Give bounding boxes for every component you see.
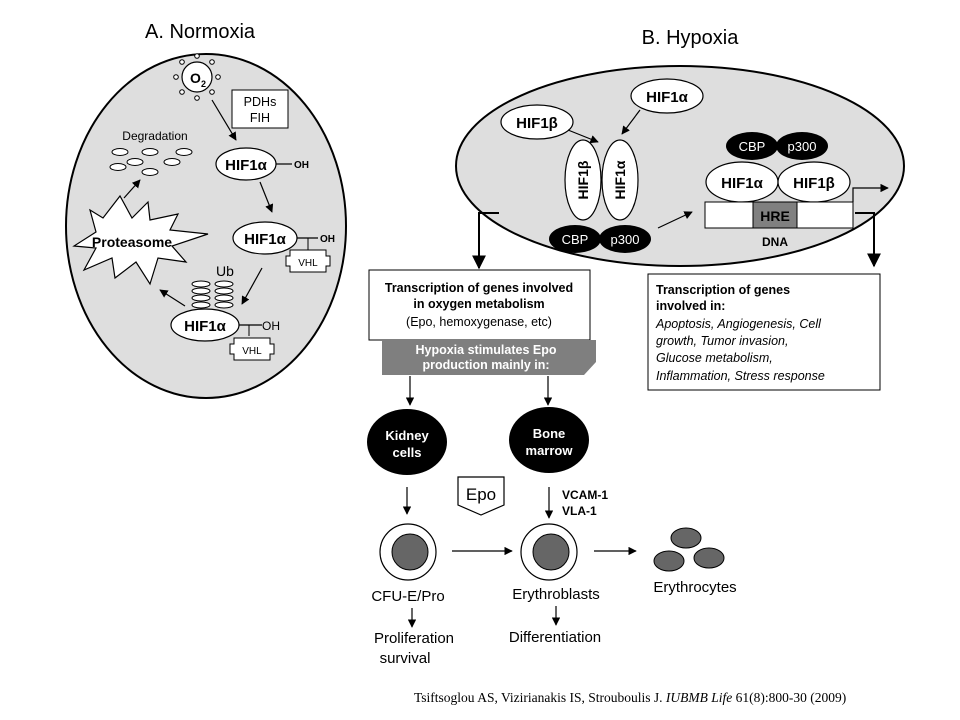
erythrocytes-label: Erythrocytes <box>653 579 736 596</box>
hre-element <box>752 201 798 229</box>
bone-line1: Bone <box>533 426 566 441</box>
kidney-line2: cells <box>393 445 422 460</box>
oh-label: OH <box>320 234 335 245</box>
transcription-start-arrow <box>852 183 889 202</box>
vla-label: VLA-1 <box>562 504 597 518</box>
arrow-vhl-to-ub <box>241 267 263 305</box>
degradation-label: Degradation <box>122 129 187 143</box>
p300-lower <box>599 225 651 253</box>
epo-label: Epo <box>466 485 496 504</box>
oxygen-box-line1: Transcription of genes involved <box>385 281 573 295</box>
ub-label: Ub <box>216 263 234 279</box>
kidney-line1: Kidney <box>385 428 429 443</box>
pdhs-label: PDHs <box>244 95 277 109</box>
target-genes-box <box>647 273 881 391</box>
hif1a-vertical <box>601 139 639 221</box>
oxygen-box-line3: (Epo, hemoxygenase, etc) <box>406 315 552 329</box>
arrow-hif1a-to-dimer <box>621 109 641 135</box>
banner-line1: Hypoxia stimulates Epo <box>415 343 556 357</box>
genes-box-line2: involved in: <box>656 299 725 313</box>
arrow-hif1b-to-dimer <box>567 129 599 144</box>
cbp-lower <box>549 225 601 253</box>
differentiation-label: Differentiation <box>509 629 601 646</box>
hif-pathway-diagram: A. Normoxia O 2 PDHs FIH Degradation HIF… <box>65 21 905 667</box>
proteasome-label: Proteasome <box>92 234 172 250</box>
genes-box-line3: Apoptosis, Angiogenesis, Cell <box>655 317 822 331</box>
oh-label: OH <box>294 160 309 171</box>
normoxia-title: A. Normoxia <box>145 21 256 43</box>
erythroblast-nucleus <box>532 533 570 571</box>
hif1a-free <box>630 78 704 114</box>
p300-label: p300 <box>788 139 817 154</box>
vhl-label: VHL <box>242 346 262 357</box>
hif1a-label: HIF1α <box>612 160 628 199</box>
arrow-complex-to-dna <box>657 211 693 229</box>
arrow-ub-to-proteasome <box>159 289 186 307</box>
genes-box-line1: Transcription of genes <box>656 283 790 297</box>
oxygen-metabolism-box <box>368 269 591 341</box>
citation-ref: 61(8):800-30 (2009) <box>735 690 847 705</box>
vhl-shape <box>229 337 275 361</box>
arrow-proteasome-to-degradation <box>123 179 141 199</box>
bone-line2: marrow <box>526 443 574 458</box>
epo-production-banner <box>382 340 596 375</box>
pdhs-fih-box <box>231 89 289 129</box>
erythrocytes-group <box>653 527 725 572</box>
proteasome-burst <box>72 194 209 286</box>
o2-molecule: O 2 <box>173 53 221 101</box>
citation-authors: Tsiftsoglou AS, Vizirianakis IS, Stroubo… <box>414 690 663 705</box>
o2-label: O <box>190 70 201 86</box>
oxygen-box-line2: in oxygen metabolism <box>413 297 544 311</box>
cbp-label: CBP <box>562 232 589 247</box>
erythroblasts-label: Erythroblasts <box>512 586 600 603</box>
hre-label: HRE <box>760 208 790 224</box>
p300-upper <box>776 132 828 160</box>
arrow-o2-to-hif <box>211 99 237 141</box>
arrow-hif-to-vhl <box>259 181 274 213</box>
genes-box-line4: growth, Tumor invasion, <box>656 334 788 348</box>
p300-label: p300 <box>611 232 640 247</box>
cfu-nucleus <box>391 533 429 571</box>
bone-marrow-node <box>509 407 589 473</box>
epo-marker <box>457 476 505 516</box>
o2-subscript: 2 <box>201 79 206 89</box>
citation-journal: IUBMB Life <box>665 690 733 705</box>
hif1a-label: HIF1α <box>184 318 227 335</box>
hif1a-label: HIF1α <box>721 175 764 192</box>
cbp-label: CBP <box>739 139 766 154</box>
cfu-label: CFU-E/Pro <box>371 588 444 605</box>
hypoxia-title: B. Hypoxia <box>642 27 740 49</box>
proliferation-line2: survival <box>380 650 431 667</box>
hif1a-label: HIF1α <box>646 89 689 106</box>
oh-label: OH <box>262 319 280 333</box>
normoxia-cell <box>65 53 347 399</box>
proliferation-line1: Proliferation <box>374 630 454 647</box>
citation: Tsiftsoglou AS, Vizirianakis IS, Stroubo… <box>414 690 954 706</box>
dna-label: DNA <box>762 235 788 249</box>
fih-label: FIH <box>250 111 270 125</box>
cbp-upper <box>726 132 778 160</box>
hif1b-label: HIF1β <box>575 160 591 199</box>
hif1b-vertical <box>564 139 602 221</box>
banner-line2: production mainly in: <box>422 358 549 372</box>
degradation-fragments <box>109 148 193 176</box>
hif1a-label: HIF1α <box>244 231 287 248</box>
hif1b-label: HIF1β <box>516 115 558 132</box>
hif1a-label: HIF1α <box>225 157 268 174</box>
vhl-shape <box>285 249 331 273</box>
vcam-label: VCAM-1 <box>562 488 608 502</box>
ubiquitin-chain <box>191 280 234 309</box>
genes-box-line5: Glucose metabolism, <box>656 351 773 365</box>
genes-box-line6: Inflammation, Stress response <box>656 369 825 383</box>
exit-arrow-right <box>855 212 881 268</box>
hif1b-label: HIF1β <box>793 175 835 192</box>
vhl-label: VHL <box>298 258 318 269</box>
hif1b-free <box>500 104 574 140</box>
exit-arrow-left <box>472 212 499 270</box>
kidney-cells-node <box>367 409 447 475</box>
